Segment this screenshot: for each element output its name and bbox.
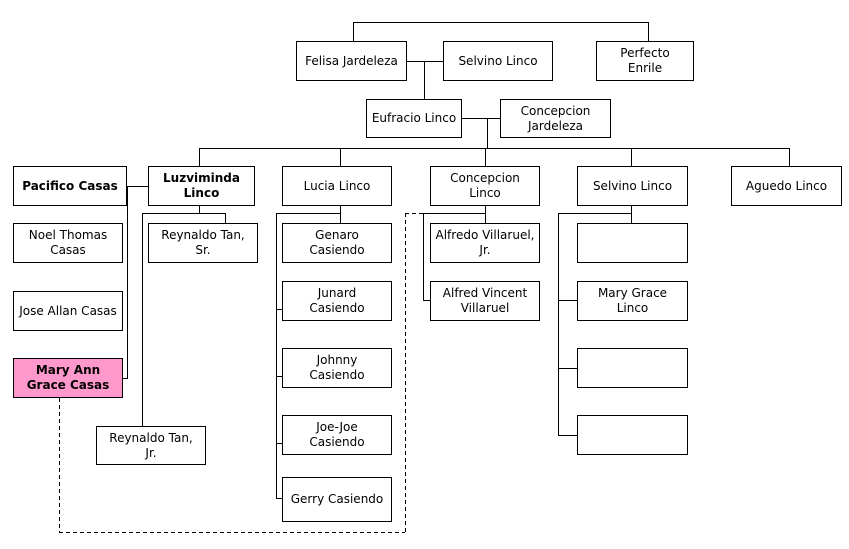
node-pacifico-casas: Pacifico Casas (13, 166, 127, 206)
node-selvino-linco-jr: Selvino Linco (577, 166, 688, 206)
node-selvino-linco-sr: Selvino Linco (443, 41, 553, 81)
connector-selvino-children (558, 205, 632, 436)
connector-eufracio-concepcion (461, 118, 501, 148)
connector-top-bar (353, 22, 649, 42)
connector-dashed-link (59, 213, 423, 533)
node-mary-grace-linco: Mary Grace Linco (577, 281, 688, 321)
node-genaro-casiendo: Genaro Casiendo (282, 223, 392, 263)
node-alfredo-villaruel-jr: Alfredo Villaruel, Jr. (430, 223, 540, 263)
node-mary-ann-grace-casas: Mary Ann Grace Casas (13, 358, 123, 398)
node-johnny-casiendo: Johnny Casiendo (282, 348, 392, 388)
node-noel-thomas-casas: Noel Thomas Casas (13, 223, 123, 263)
connector-children-bar (199, 148, 790, 166)
node-concepcion-linco: Concepcion Linco (430, 166, 540, 206)
node-gerry-casiendo: Gerry Casiendo (282, 477, 392, 522)
node-luzviminda-linco: Luzviminda Linco (148, 166, 255, 206)
node-junard-casiendo: Junard Casiendo (282, 281, 392, 321)
connector-lucia-children (276, 205, 341, 499)
node-lucia-linco: Lucia Linco (282, 166, 392, 206)
node-aguedo-linco: Aguedo Linco (731, 166, 842, 206)
node-selvino-child-empty-3 (577, 348, 688, 388)
node-eufracio-linco: Eufracio Linco (366, 99, 462, 138)
node-felisa-jardeleza: Felisa Jardeleza (296, 41, 407, 81)
connector-pacifico-luzviminda (123, 186, 149, 379)
node-reynaldo-tan-sr: Reynaldo Tan, Sr. (148, 223, 258, 263)
node-perfecto-enrile: Perfecto Enrile (596, 41, 694, 81)
node-alfred-vincent-villaruel: Alfred Vincent Villaruel (430, 281, 540, 321)
node-reynaldo-tan-jr: Reynaldo Tan, Jr. (96, 426, 206, 465)
connector-luzviminda-children (142, 205, 226, 427)
node-joejoe-casiendo: Joe-Joe Casiendo (282, 415, 392, 455)
connector-felisa-selvino (407, 61, 444, 100)
node-selvino-child-empty-1 (577, 223, 688, 263)
node-concepcion-jardeleza: Concepcion Jardeleza (500, 99, 611, 138)
connector-concepcion-linco-children (423, 205, 486, 301)
node-selvino-child-empty-4 (577, 415, 688, 455)
node-jose-allan-casas: Jose Allan Casas (13, 291, 123, 331)
